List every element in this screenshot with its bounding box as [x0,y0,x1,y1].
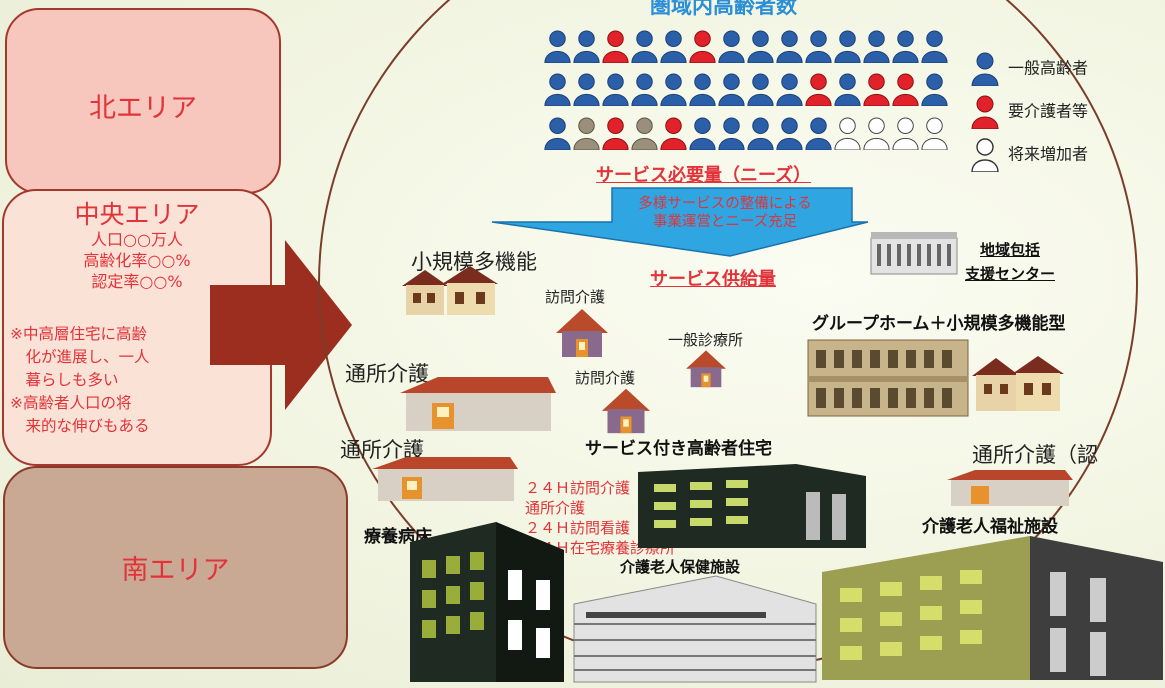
banner-text: 多様サービスの整備による 事業運営とニーズ充足 [600,195,850,231]
needs-label: サービス必要量（ニーズ） [596,165,812,186]
health-facility-building-icon [573,575,817,683]
person-icon [573,117,600,151]
person-icon [573,30,600,64]
small-multi-houses-icon [402,266,498,315]
person-icon [834,73,861,107]
person-icon [631,30,658,64]
person-icon [602,117,629,151]
person-icon [631,73,658,107]
label-welfare-facility: 介護老人福祉施設 [922,517,1058,537]
center-area-title: 中央エリア [74,200,200,229]
person-icon [971,52,999,87]
person-icon [863,30,890,64]
center-area-notes: ※中高層住宅に高齢 化が進展し、一人 暮らしも多い ※高齢者人口の将 来的な伸び… [10,325,150,435]
person-icon [747,30,774,64]
person-icon [573,73,600,107]
person-icon [602,73,629,107]
legend-item-future: 将来増加者 [970,138,1089,173]
label-support-center: 地域包括 支援センター [965,241,1056,283]
population-row-2 [543,73,949,110]
person-icon [921,30,948,64]
label-clinic: 一般診療所 [668,331,744,349]
person-icon [776,30,803,64]
label-grouphome: グループホーム＋小規模多機能型 [812,314,1066,334]
visit-care-house-1-icon [556,309,608,357]
label-visit-care-1: 訪問介護 [545,288,606,306]
north-area-title: 北エリア [89,93,197,124]
visit-care-house-2-icon [601,388,651,434]
person-icon [892,73,919,107]
group-home-building-icon [807,339,1064,417]
label-day-care-1: 通所介護 [345,362,429,386]
person-icon [747,117,774,151]
person-icon [544,117,571,151]
banner-line-2: 事業運営とニーズ充足 [652,214,798,230]
person-icon [660,117,687,151]
label-health-facility: 介護老人保健施設 [620,558,741,576]
diagram-title: 圏域内高齢者数 [650,0,797,18]
elderly-housing-building-icon [638,464,866,548]
label-housing: サービス付き高齢者住宅 [585,439,772,459]
person-icon [921,117,948,151]
person-icon [776,117,803,151]
welfare-facility-building-icon [822,536,1163,680]
north-area-box: 北エリア [5,8,281,194]
legend-label: 一般高齢者 [1008,58,1089,78]
clinic-house-icon [686,350,726,388]
stat-aging-rate: 高齢化率○○% [83,251,191,270]
person-icon [747,73,774,107]
person-icon [544,73,571,107]
person-icon [718,30,745,64]
supply-label: サービス供給量 [650,269,776,290]
person-icon [631,117,658,151]
population-row-1 [543,30,949,67]
label-day-care-3: 通所介護（認 [972,443,1098,467]
person-icon [718,73,745,107]
center-area-stats: 人口○○万人 高齢化率○○% 認定率○○% [4,229,270,292]
day-care-building-1-icon [400,377,556,431]
person-icon [805,117,832,151]
day-care-building-2-icon [372,457,518,501]
stat-certification-rate: 認定率○○% [91,272,183,291]
person-outline-icon [971,138,999,173]
legend-item-general: 一般高齢者 [970,52,1089,87]
person-icon [689,117,716,151]
person-icon [834,30,861,64]
person-icon [689,30,716,64]
person-icon [689,73,716,107]
person-icon [971,95,999,130]
person-icon [892,30,919,64]
person-icon [660,73,687,107]
person-icon [805,30,832,64]
person-icon [776,73,803,107]
south-area-title: 南エリア [121,555,230,586]
person-icon [660,30,687,64]
person-icon [718,117,745,151]
person-icon [892,117,919,151]
medical-ward-building-icon [410,522,564,682]
day-care-building-3-icon [947,470,1073,506]
label-visit-care-2: 訪問介護 [575,369,636,387]
person-icon [805,73,832,107]
support-center-building-icon [870,232,958,275]
person-icon [834,117,861,151]
population-row-3 [543,117,949,154]
person-icon [863,117,890,151]
banner-line-1: 多様サービスの整備による [638,196,812,212]
person-icon [544,30,571,64]
person-icon [921,73,948,107]
stat-population: 人口○○万人 [91,230,183,249]
person-icon [863,73,890,107]
big-right-arrow [210,240,352,410]
south-area-box: 南エリア [3,466,348,669]
legend-item-care: 要介護者等 [970,95,1089,130]
legend-label: 将来増加者 [1008,144,1089,164]
person-icon [602,30,629,64]
legend-label: 要介護者等 [1008,101,1089,121]
banner-down-arrow [491,187,869,257]
